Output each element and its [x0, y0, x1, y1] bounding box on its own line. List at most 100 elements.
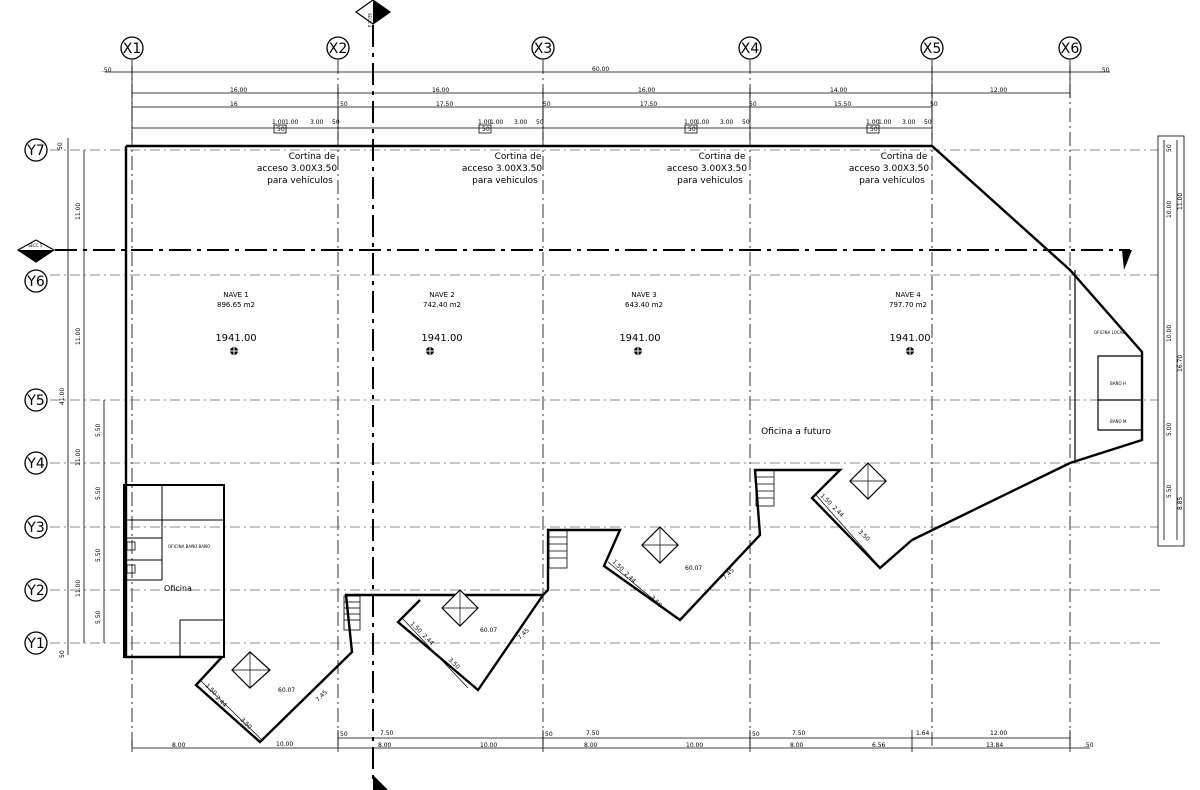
nave-4-label: NAVE 4 797.70 m2 1941.00 — [889, 291, 931, 355]
svg-text:1.64: 1.64 — [916, 730, 930, 737]
office-room-label: OFICINA BAÑO BAÑO — [168, 544, 210, 549]
axis-bubble-y4: Y4 — [24, 451, 48, 475]
svg-text:Y5: Y5 — [26, 393, 44, 409]
svg-text:.50: .50 — [1100, 67, 1110, 74]
svg-text:60.00: 60.00 — [592, 66, 609, 73]
axis-bubble-y2: Y2 — [24, 578, 48, 602]
svg-text:12.00: 12.00 — [990, 87, 1007, 94]
svg-text:1.00: 1.00 — [285, 119, 299, 126]
svg-text:5.50: 5.50 — [1166, 484, 1173, 498]
svg-text:NAVE 2: NAVE 2 — [429, 291, 454, 299]
svg-text:11.00: 11.00 — [1177, 193, 1184, 210]
svg-text:2.44: 2.44 — [831, 504, 846, 519]
svg-text:12.00: 12.00 — [990, 730, 1007, 737]
svg-text:10.00: 10.00 — [1166, 201, 1173, 218]
svg-text:1.00: 1.00 — [866, 119, 880, 126]
svg-text:para vehiculos: para vehiculos — [472, 176, 538, 186]
svg-text:1.00: 1.00 — [478, 119, 492, 126]
svg-text:41.00: 41.00 — [59, 388, 66, 405]
axis-bubble-x6: X6 — [1058, 36, 1082, 60]
svg-text:1.00: 1.00 — [684, 119, 698, 126]
svg-text:1.00: 1.00 — [490, 119, 504, 126]
svg-text:797.70 m2: 797.70 m2 — [889, 301, 927, 309]
svg-text:1941.00: 1941.00 — [421, 333, 462, 344]
svg-text:896.65 m2: 896.65 m2 — [217, 301, 255, 309]
svg-text:8.85: 8.85 — [1177, 496, 1184, 510]
svg-text:10.00: 10.00 — [686, 742, 703, 749]
svg-text:NAVE 4: NAVE 4 — [895, 291, 921, 299]
svg-text:X3: X3 — [534, 41, 553, 57]
svg-text:Y7: Y7 — [26, 143, 44, 159]
svg-text:3.00: 3.00 — [514, 119, 528, 126]
right-box-2-label: BAÑO M — [1110, 419, 1127, 424]
svg-text:para vehiculos: para vehiculos — [859, 176, 925, 186]
svg-text:60.07: 60.07 — [685, 565, 702, 572]
door-dims-1: 1.00 1.00 3.00 50 50 — [272, 119, 340, 134]
svg-text:NAVE 3: NAVE 3 — [631, 291, 656, 299]
nave-2-label: NAVE 2 742.40 m2 1941.00 — [421, 291, 463, 355]
axis-bubble-y1: Y1 — [24, 631, 48, 655]
svg-text:Y4: Y4 — [26, 456, 45, 472]
cortina-label-3: Cortina de acceso 3.00X3.50 para vehicul… — [667, 152, 748, 186]
svg-text:.50: .50 — [1084, 742, 1094, 749]
svg-text:.50: .50 — [102, 67, 112, 74]
stair-1 — [343, 595, 361, 631]
svg-text:3.00: 3.00 — [902, 119, 916, 126]
svg-text:10.00: 10.00 — [1166, 325, 1173, 342]
stair-2 — [548, 529, 568, 569]
svg-text:60.07: 60.07 — [480, 627, 497, 634]
axis-bubble-x5: X5 — [920, 36, 944, 60]
svg-text:5.00: 5.00 — [1166, 422, 1173, 436]
oficina-label: Oficina — [164, 584, 192, 593]
svg-text:Cortina de: Cortina de — [289, 152, 336, 162]
svg-text:X2: X2 — [329, 41, 348, 57]
svg-text:1.00: 1.00 — [696, 119, 710, 126]
svg-text:Y3: Y3 — [26, 520, 44, 536]
svg-text:50: 50 — [543, 101, 551, 108]
svg-text:50: 50 — [924, 119, 932, 126]
svg-text:50: 50 — [688, 126, 696, 133]
axis-bubble-y7: Y7 — [24, 138, 48, 162]
office-block — [123, 484, 225, 658]
svg-text:1941.00: 1941.00 — [889, 333, 930, 344]
axis-bubble-y3: Y3 — [24, 515, 48, 539]
svg-text:50: 50 — [59, 650, 66, 658]
svg-text:7.50: 7.50 — [380, 730, 394, 737]
svg-text:SECC 4: SECC 4 — [367, 13, 372, 28]
door-dims-2: 1.00 1.00 3.00 50 50 — [478, 119, 544, 134]
nave-1-label: NAVE 1 896.65 m2 1941.00 — [215, 291, 257, 355]
section-marker-left: SECC 5 — [16, 239, 56, 263]
svg-text:1.00: 1.00 — [272, 119, 286, 126]
svg-text:X4: X4 — [741, 41, 760, 57]
svg-text:acceso 3.00X3.50: acceso 3.00X3.50 — [257, 164, 338, 174]
oficina-futuro-label: Oficina a futuro — [761, 427, 831, 437]
loading-dock-4 — [815, 462, 887, 566]
svg-text:acceso 3.00X3.50: acceso 3.00X3.50 — [849, 164, 930, 174]
svg-text:Cortina de: Cortina de — [495, 152, 542, 162]
svg-text:5.50: 5.50 — [95, 423, 102, 437]
svg-text:3.00: 3.00 — [310, 119, 324, 126]
svg-text:13.84: 13.84 — [986, 742, 1003, 749]
svg-text:742.40 m2: 742.40 m2 — [423, 301, 461, 309]
cortina-label-2: Cortina de acceso 3.00X3.50 para vehicul… — [462, 152, 543, 186]
door-dims-3: 1.00 1.00 3.00 50 50 — [684, 119, 750, 134]
svg-text:5.50: 5.50 — [95, 610, 102, 624]
svg-text:50: 50 — [870, 126, 878, 133]
svg-text:7.45: 7.45 — [314, 689, 329, 704]
grid-lines — [50, 60, 1160, 750]
svg-text:50: 50 — [545, 731, 553, 738]
svg-text:8.00: 8.00 — [584, 742, 598, 749]
section-marker-bottom — [373, 775, 388, 790]
svg-text:para vehiculos: para vehiculos — [267, 176, 333, 186]
top-dimensions: .50 60.00 .50 16.00 16.00 16.00 14.00 12… — [102, 66, 1110, 140]
cortina-label-4: Cortina de acceso 3.00X3.50 para vehicul… — [849, 152, 930, 186]
right-room-label: OFICINA LOCAL — [1094, 330, 1125, 335]
svg-text:50: 50 — [277, 126, 285, 133]
svg-text:NAVE 1: NAVE 1 — [223, 291, 248, 299]
svg-text:50: 50 — [749, 101, 757, 108]
svg-text:50: 50 — [742, 119, 750, 126]
svg-text:Y6: Y6 — [26, 274, 45, 290]
svg-text:14.00: 14.00 — [830, 87, 847, 94]
svg-text:Y1: Y1 — [26, 636, 44, 652]
